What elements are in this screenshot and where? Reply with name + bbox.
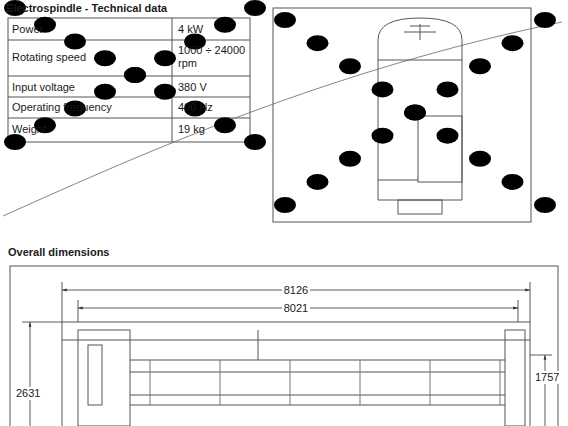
section-heading: Overall dimensions [8,246,109,259]
obscuring-dot [307,35,329,51]
obscuring-dot [124,67,146,83]
obscuring-dot [244,134,266,150]
table-cell: 19 kg [178,123,205,136]
dimension-lines [22,290,552,426]
table-cell: Operating frequency [12,101,112,114]
dimension-value: 8021 [282,302,310,315]
obscuring-dot [502,174,524,190]
obscuring-dot [404,105,426,121]
obscuring-dot [64,34,86,50]
table-cell: 380 V [178,81,207,94]
obscuring-dot [372,81,394,97]
machine-rib [360,360,361,405]
machine-ribs [150,360,500,405]
machine-rib [150,360,151,405]
obscuring-dot [154,84,176,100]
obscuring-dot [469,151,491,167]
obscuring-dot [274,197,296,213]
dimension-value: 8126 [282,284,310,297]
obscuring-dot [4,134,26,150]
obscuring-dot [274,12,296,28]
obscuring-dot [469,58,491,74]
scan-curve [3,22,562,216]
machine-rib [290,360,291,405]
machine-rib [220,360,221,405]
machine-drawing [10,266,558,426]
obscuring-dots [4,0,556,213]
obscuring-dot [437,81,459,97]
table-cell: 4 kW [178,23,203,36]
table-cell: Rotating speed [12,51,86,64]
spindle-illustration [273,8,531,222]
dimension-value: 2631 [14,387,42,400]
obscuring-dot [404,105,426,121]
obscuring-dot [534,197,556,213]
obscuring-dot [214,117,236,133]
sheet-title: Electrospindle - Technical data [6,2,167,15]
machine-rib [500,360,501,405]
table-cell: Weight [12,123,46,136]
data-table [8,18,250,142]
obscuring-dot [307,174,329,190]
obscuring-dot [339,151,361,167]
machine-rib [430,360,431,405]
obscuring-dot [502,35,524,51]
table-cell: 1000 ÷ 24000 rpm [178,44,246,70]
obscuring-dot [124,67,146,83]
obscuring-dot [214,17,236,33]
table-cell: Power [12,23,43,36]
obscuring-dot [94,84,116,100]
obscuring-dot [437,128,459,144]
obscuring-dot [94,50,116,66]
obscuring-dot [154,50,176,66]
obscuring-dot [534,12,556,28]
table-cell: Input voltage [12,81,75,94]
obscuring-dot [372,128,394,144]
obscuring-dot [339,58,361,74]
table-cell: 400 Hz [178,101,213,114]
dimension-value: 1757 [533,371,561,384]
obscuring-dot [244,0,266,16]
